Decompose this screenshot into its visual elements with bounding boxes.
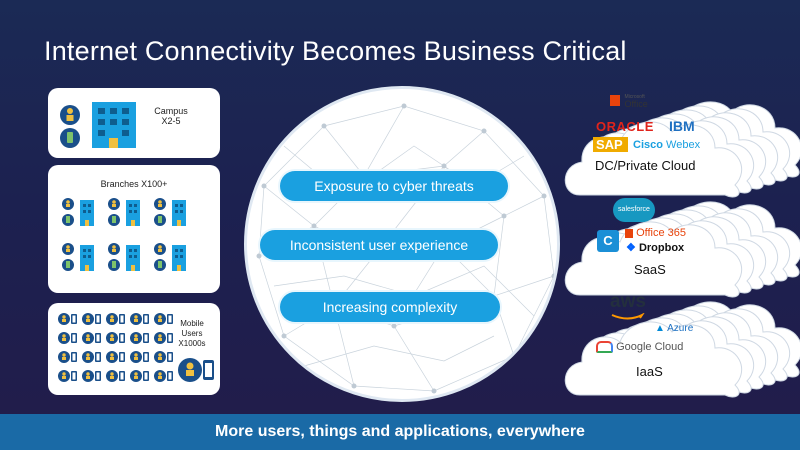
footer-banner: More users, things and applications, eve…: [0, 414, 800, 450]
aws-logo: aws: [610, 291, 646, 320]
sap-logo: SAP: [593, 137, 628, 152]
cisco-text: Cisco: [633, 139, 663, 151]
building-icon: [92, 102, 136, 148]
branches-panel: Branches X100+: [48, 165, 220, 293]
mobile-users-illustration: [58, 313, 214, 382]
mobile-label-line3: X1000s: [178, 339, 206, 348]
mobile-label-line1: Mobile: [180, 319, 204, 328]
branch-icon: [62, 198, 94, 226]
office-text: Office: [624, 98, 648, 109]
campus-label-line2: X2-5: [161, 116, 181, 126]
office365-text: Office 365: [636, 227, 687, 239]
phone-icon: [60, 128, 80, 148]
aws-text: aws: [610, 291, 646, 312]
oracle-logo: ORACLE: [596, 119, 654, 134]
google-cloud-logo: Google Cloud: [596, 341, 684, 354]
google-cloud-text: Google Cloud: [616, 341, 684, 353]
office-logo: Microsoft Office: [610, 92, 648, 110]
azure-text: Azure: [667, 323, 694, 334]
user-experience-pill: Inconsistent user experience: [260, 230, 498, 260]
office-icon: [610, 95, 620, 107]
salesforce-logo: salesforce: [613, 198, 655, 222]
azure-icon: ▲: [655, 323, 665, 334]
saas-cloud-label: SaaS: [634, 262, 666, 277]
user-icon: [60, 105, 80, 125]
mobile-user-grid: [58, 313, 173, 382]
cyber-threats-pill: Exposure to cyber threats: [280, 171, 508, 201]
page-title: Internet Connectivity Becomes Business C…: [44, 36, 627, 66]
google-cloud-icon: [596, 341, 613, 354]
campus-label: Campus X2-5: [140, 106, 202, 126]
campus-panel: Campus X2-5: [48, 88, 220, 158]
cisco-webex-logo: Cisco Webex: [633, 139, 700, 151]
branches-label: Branches X100+: [100, 179, 168, 189]
microsoft-text: Microsoft: [624, 93, 645, 100]
branch-icon: [62, 243, 94, 271]
branch-icon: [108, 243, 140, 271]
ibm-logo: IBM: [669, 118, 695, 134]
campus-illustration: [60, 102, 136, 148]
complexity-pill: Increasing complexity: [280, 292, 500, 322]
office365-logo: Office 365: [625, 227, 686, 239]
confluence-icon: C: [597, 230, 619, 252]
mobile-user-large-icon: [178, 358, 214, 382]
office365-icon: [625, 228, 633, 238]
webex-text: Webex: [666, 139, 701, 151]
dropbox-icon: ❖: [626, 242, 636, 254]
branch-icon: [108, 198, 140, 226]
branch-icon: [154, 198, 186, 226]
azure-logo: ▲ Azure: [655, 323, 693, 334]
branch-icon: [154, 243, 186, 271]
salesforce-text: salesforce: [618, 206, 650, 213]
mobile-users-panel: Mobile Users X1000s: [48, 303, 220, 395]
dropbox-text: Dropbox: [638, 242, 685, 254]
iaas-cloud-label: IaaS: [636, 364, 663, 379]
branches-illustration: [62, 198, 186, 271]
campus-label-line1: Campus: [154, 106, 188, 116]
aws-smile-icon: [611, 313, 645, 320]
mobile-users-label: Mobile Users X1000s: [172, 319, 212, 349]
dropbox-logo: ❖ Dropbox: [626, 241, 684, 254]
mobile-label-line2: Users: [181, 329, 203, 338]
dc-cloud-label: DC/Private Cloud: [595, 158, 696, 173]
